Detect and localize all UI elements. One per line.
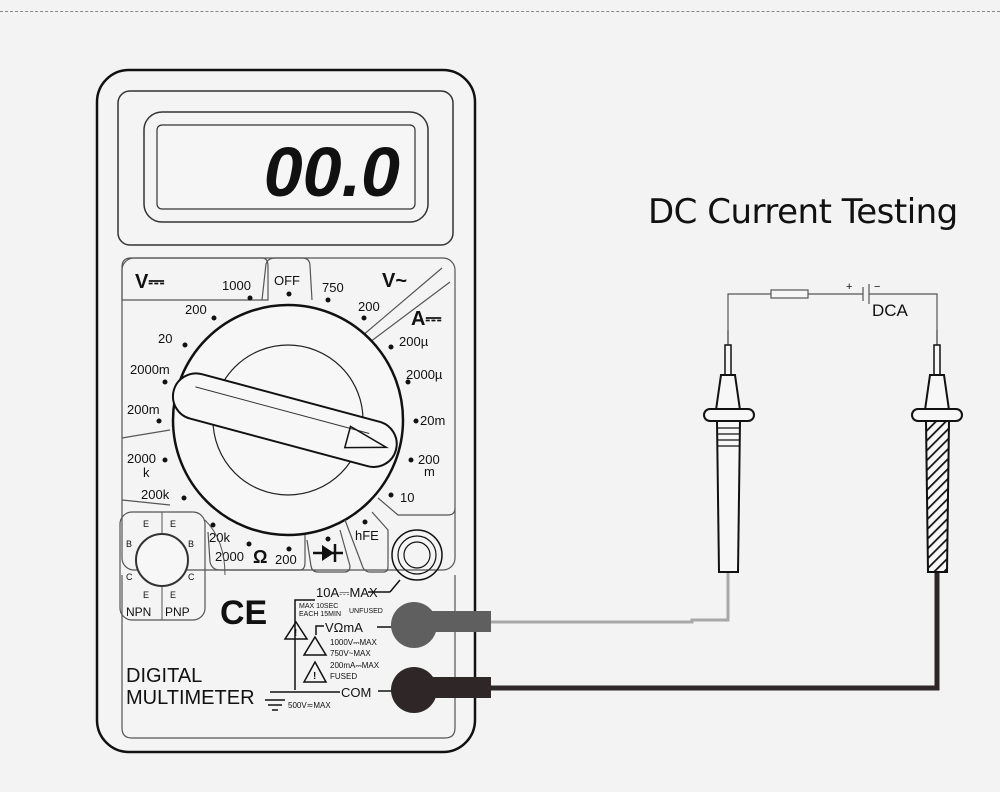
- svg-text:+: +: [846, 281, 852, 293]
- dial-knob-pointer: [171, 372, 398, 469]
- off-label: OFF: [274, 273, 300, 288]
- diode-icon: [313, 544, 343, 562]
- red-test-probe: [703, 330, 755, 573]
- ohm-symbol: Ω: [253, 547, 267, 567]
- svg-text:!: !: [313, 671, 316, 682]
- svg-text:E: E: [143, 590, 149, 600]
- svg-text:FUSED: FUSED: [330, 672, 357, 681]
- dca-label: DCA: [872, 301, 909, 320]
- jack-10a: [391, 529, 443, 581]
- svg-text:1000: 1000: [222, 278, 251, 293]
- brand-line2: MULTIMETER: [126, 687, 255, 709]
- lcd-reading: 00.0: [264, 133, 400, 211]
- svg-text:NPN: NPN: [126, 605, 151, 619]
- ac-voltage-symbol: V~: [382, 270, 407, 292]
- svg-text:200: 200: [275, 552, 297, 567]
- svg-text:200µ: 200µ: [399, 334, 429, 349]
- black-lead-wire: [491, 572, 940, 691]
- svg-text:UNFUSED: UNFUSED: [349, 608, 383, 615]
- svg-text:200k: 200k: [141, 487, 170, 502]
- warning-icon: [302, 660, 328, 683]
- svg-text:2000µ: 2000µ: [406, 367, 443, 382]
- ground-icon: [265, 699, 285, 711]
- hfe-label: hFE: [355, 528, 379, 543]
- svg-text:E: E: [143, 519, 149, 529]
- warning-icon: [283, 620, 309, 640]
- svg-text:500V≂MAX: 500V≂MAX: [288, 701, 331, 710]
- svg-text:2000m: 2000m: [130, 362, 170, 377]
- svg-text:200: 200: [185, 302, 207, 317]
- transistor-socket: E B C E E B C E NPN PNP: [119, 511, 226, 621]
- svg-text:2000: 2000: [215, 549, 244, 564]
- svg-text:m: m: [424, 464, 435, 479]
- svg-text:200m: 200m: [127, 402, 160, 417]
- test-circuit: + − DCA: [727, 281, 938, 345]
- red-lead-wire: [491, 572, 730, 624]
- svg-text:E: E: [170, 590, 176, 600]
- svg-text:MAX 10SEC: MAX 10SEC: [299, 603, 338, 610]
- black-test-probe: [911, 330, 963, 573]
- svg-text:E: E: [170, 519, 176, 529]
- high-voltage-icon: [302, 635, 328, 656]
- svg-text:!: !: [294, 628, 297, 639]
- svg-text:C: C: [188, 572, 195, 582]
- svg-text:20m: 20m: [420, 413, 445, 428]
- svg-text:C: C: [126, 572, 133, 582]
- svg-text:20: 20: [158, 331, 172, 346]
- svg-text:20k: 20k: [209, 530, 230, 545]
- top-dashed-divider: [0, 11, 1000, 12]
- lcd-screen: [156, 124, 416, 210]
- svg-text:1000V⎓MAX: 1000V⎓MAX: [330, 638, 378, 647]
- svg-text:2000: 2000: [127, 451, 156, 466]
- svg-text:200: 200: [358, 299, 380, 314]
- diagram-title: DC Current Testing: [648, 192, 958, 232]
- svg-text:−: −: [874, 281, 880, 293]
- svg-text:B: B: [188, 539, 194, 549]
- svg-text:10: 10: [400, 490, 414, 505]
- svg-text:B: B: [126, 539, 132, 549]
- svg-text:750: 750: [322, 280, 344, 295]
- svg-text:k: k: [143, 465, 150, 480]
- display-bezel: [117, 90, 454, 246]
- resistor-icon: [770, 289, 809, 299]
- svg-text:200mA⎓MAX: 200mA⎓MAX: [330, 661, 380, 670]
- jack-10a-label: 10A⎓MAX: [316, 585, 378, 600]
- svg-text:200: 200: [418, 452, 440, 467]
- svg-text:EACH 15MIN: EACH 15MIN: [299, 611, 341, 618]
- jack-vohm-label: VΩmA: [325, 620, 363, 635]
- svg-text:PNP: PNP: [165, 605, 190, 619]
- ce-mark: CE: [220, 594, 267, 632]
- svg-text:750V~MAX: 750V~MAX: [330, 649, 371, 658]
- off-tab: [261, 257, 313, 301]
- jack-com-label: COM: [341, 685, 371, 700]
- brand-line1: DIGITAL: [126, 665, 202, 687]
- dc-voltage-symbol: V⎓: [135, 271, 164, 293]
- dc-current-symbol: A⎓: [411, 308, 441, 330]
